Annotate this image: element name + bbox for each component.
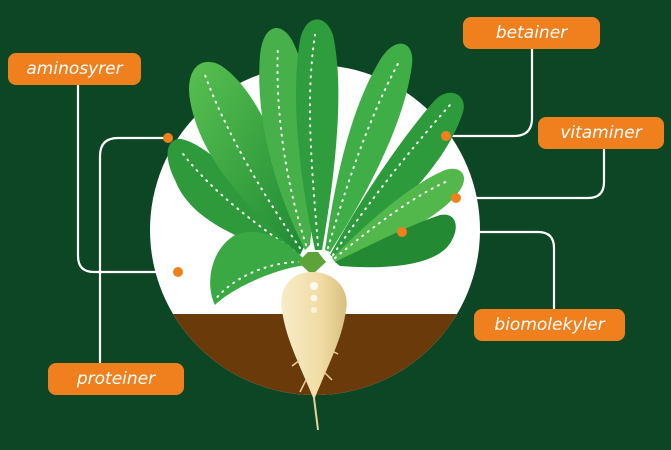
label-aminosyrer: aminosyrer — [8, 53, 141, 85]
endpoint-betainer — [441, 131, 451, 141]
label-betainer: betainer — [463, 17, 600, 49]
endpoint-proteiner — [163, 133, 173, 143]
endpoint-vitaminer — [451, 193, 461, 203]
endpoint-biomolekyler — [397, 227, 407, 237]
label-biomolekyler: biomolekyler — [474, 309, 625, 341]
label-proteiner: proteiner — [48, 363, 184, 395]
connector-vitaminer — [456, 148, 604, 198]
label-vitaminer: vitaminer — [538, 117, 664, 149]
endpoint-aminosyrer — [173, 267, 183, 277]
